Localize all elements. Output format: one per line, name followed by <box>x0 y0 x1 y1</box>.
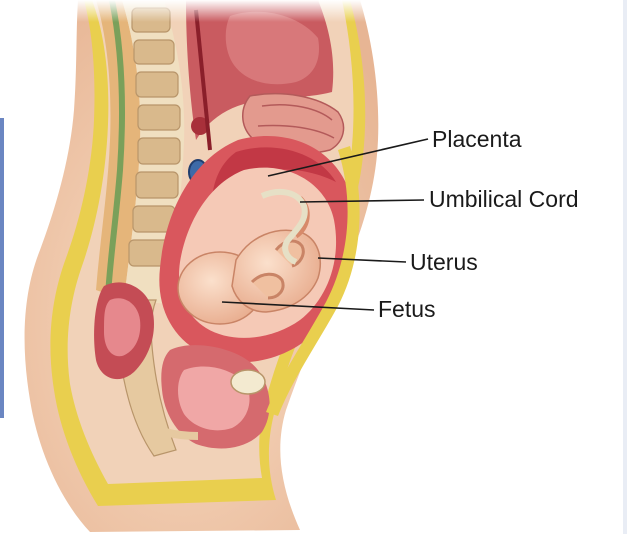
top-fade <box>70 0 390 22</box>
label-umbilical-cord: Umbilical Cord <box>429 188 579 211</box>
label-placenta: Placenta <box>432 128 522 151</box>
label-fetus: Fetus <box>378 298 436 321</box>
label-uterus: Uterus <box>410 251 478 274</box>
